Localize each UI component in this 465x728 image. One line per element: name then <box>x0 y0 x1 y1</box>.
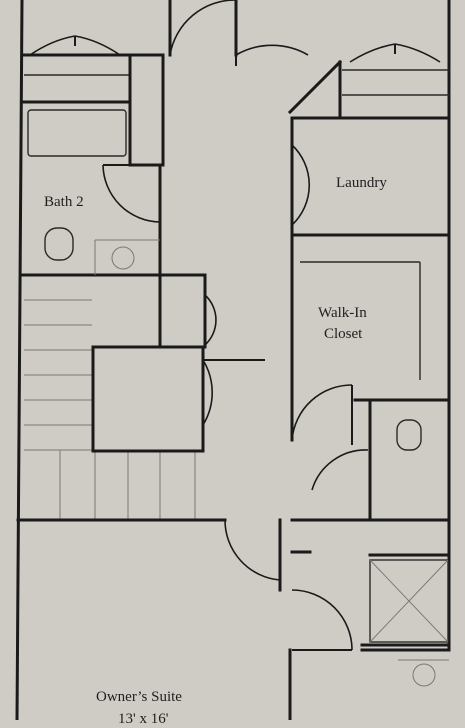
door-swing-bath-2 <box>102 164 161 223</box>
walk-in-closet-walls <box>290 233 451 522</box>
room-label-walk-in: Walk-In <box>318 305 367 321</box>
owners-bath-walls <box>290 419 451 687</box>
sink <box>111 246 135 270</box>
toilet-bath-2 <box>44 227 74 261</box>
door-swing-laundry <box>291 144 310 226</box>
toilet-owners-bath <box>396 419 422 451</box>
door-swing-core <box>202 359 213 426</box>
room-label-owners-suite: Owner’s Suite <box>96 689 182 705</box>
door-swing-toilet <box>311 449 369 491</box>
door-swing-hall-top <box>235 44 309 56</box>
stair-core <box>91 345 205 453</box>
sink-owners-bath <box>412 663 436 687</box>
stairs <box>24 299 196 520</box>
bath-2-walls <box>20 53 165 277</box>
door-swing-top <box>169 0 236 56</box>
bathtub <box>27 109 127 157</box>
laundry-walls <box>287 43 451 237</box>
closet-top-left <box>20 35 134 103</box>
door-swing-walk-in <box>291 384 353 441</box>
room-label-laundry: Laundry <box>336 175 387 191</box>
door-swing-owners-suite <box>224 519 281 581</box>
door-swing-owners-bath <box>291 589 353 651</box>
door-swing-linen <box>204 294 217 346</box>
shower <box>369 559 449 643</box>
exterior-wall-left <box>15 0 24 720</box>
room-label-bath-2: Bath 2 <box>44 194 84 210</box>
room-dimensions-owners-suite: 13' x 16' <box>118 711 169 727</box>
room-label-closet: Closet <box>324 326 363 342</box>
